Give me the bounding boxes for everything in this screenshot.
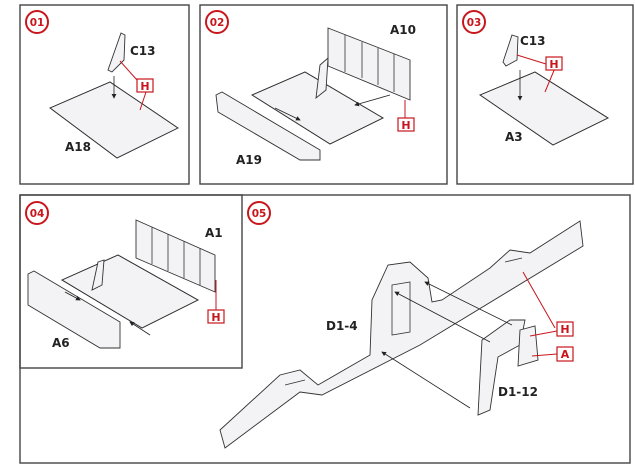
wall-a19: [215, 91, 321, 161]
wall-a10: [327, 27, 411, 101]
label: A6: [52, 336, 70, 350]
step-01-badge: 01: [25, 10, 49, 34]
step-04-badge: 04: [25, 201, 49, 225]
label: A1: [205, 226, 223, 240]
step-02-panel: [199, 4, 448, 185]
step-05-badge: 05: [247, 201, 271, 225]
step-05-drawing: H A D1-4 D1-12: [219, 220, 584, 449]
label: A3: [505, 130, 523, 144]
label: A18: [65, 140, 91, 154]
step-01-drawing: H C13 A18: [49, 32, 179, 159]
label: A10: [390, 23, 416, 37]
label: A: [561, 348, 570, 361]
label: 04: [30, 208, 45, 220]
label: C13: [520, 34, 546, 48]
wall-a6: [27, 270, 121, 349]
step-04-drawing: H A1 A6: [27, 219, 225, 350]
part-c13: [107, 32, 126, 73]
label: H: [211, 311, 220, 324]
label: 01: [30, 17, 45, 29]
label: H: [549, 58, 558, 71]
part-d1-12: [477, 319, 526, 416]
step-02-drawing: H A10 A19: [215, 23, 416, 167]
label: D1-4: [326, 319, 358, 333]
step-04-panel: [19, 194, 243, 369]
decal-panel: [517, 325, 539, 367]
label: 02: [210, 17, 225, 29]
label: D1-12: [498, 385, 538, 399]
part-c13: [502, 34, 519, 67]
label: C13: [130, 44, 156, 58]
step-03-badge: 03: [462, 10, 486, 34]
wall-a1: [135, 219, 216, 293]
label: H: [560, 323, 569, 336]
label: A19: [236, 153, 262, 167]
chassis-d1-4: [219, 220, 584, 449]
label: 03: [467, 17, 482, 29]
step-02-badge: 02: [205, 10, 229, 34]
label: 05: [252, 208, 267, 220]
step-01-panel: [19, 4, 190, 185]
step-03-drawing: H C13 A3: [479, 34, 609, 146]
step-03-panel: [456, 4, 634, 185]
label: H: [401, 119, 410, 132]
label: H: [140, 80, 149, 93]
